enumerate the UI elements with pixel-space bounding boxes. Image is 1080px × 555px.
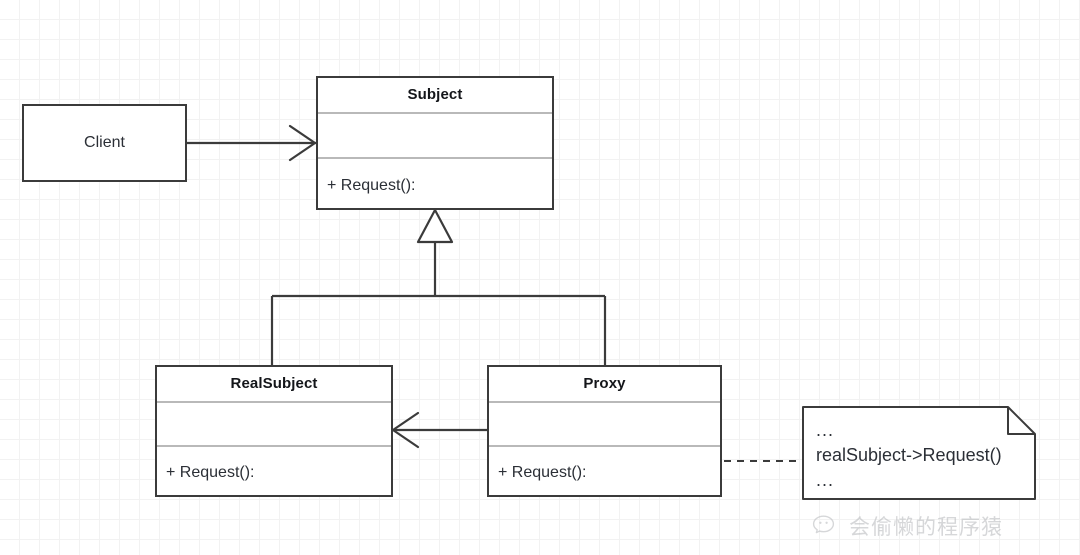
note-shape <box>802 406 1036 500</box>
watermark-label: 会偷懒的程序猿 <box>849 515 1003 539</box>
operations-compartment-realsubject: + Request(): <box>157 445 391 499</box>
class-box-client[interactable]: Client <box>22 104 187 182</box>
generalization-triangle <box>416 208 454 244</box>
operation-subject-request: + Request(): <box>327 176 416 194</box>
class-name-realsubject: RealSubject <box>230 375 318 392</box>
class-name-subject: Subject <box>407 86 463 103</box>
edge-generalization-tree <box>270 208 607 366</box>
class-box-subject[interactable]: Subject + Request(): <box>316 76 554 210</box>
note-line-3: ... <box>816 470 835 490</box>
class-box-realsubject[interactable]: RealSubject + Request(): <box>155 365 393 497</box>
note-box[interactable]: ... realSubject->Request() ... <box>802 406 1036 500</box>
edge-proxy-to-realsubject <box>391 411 487 449</box>
operation-proxy-request: + Request(): <box>498 464 587 481</box>
note-text: ... realSubject->Request() ... <box>816 418 1026 493</box>
operations-compartment-subject: + Request(): <box>318 157 552 212</box>
note-fold-icon <box>1007 407 1035 435</box>
class-box-proxy[interactable]: Proxy + Request(): <box>487 365 722 497</box>
attributes-compartment-proxy <box>489 401 720 445</box>
operations-compartment-proxy: + Request(): <box>489 445 720 499</box>
operation-realsubject-request: + Request(): <box>166 464 255 481</box>
wechat-icon <box>812 515 835 534</box>
class-name-client: Client <box>84 134 125 151</box>
attributes-compartment-realsubject <box>157 401 391 445</box>
note-line-2: realSubject->Request() <box>816 445 1002 465</box>
watermark: 会偷懒的程序猿 <box>812 511 1003 541</box>
class-name-proxy: Proxy <box>583 375 626 392</box>
attributes-compartment-subject <box>318 112 552 157</box>
note-line-1: ... <box>816 420 835 440</box>
edge-client-to-subject <box>187 124 317 162</box>
